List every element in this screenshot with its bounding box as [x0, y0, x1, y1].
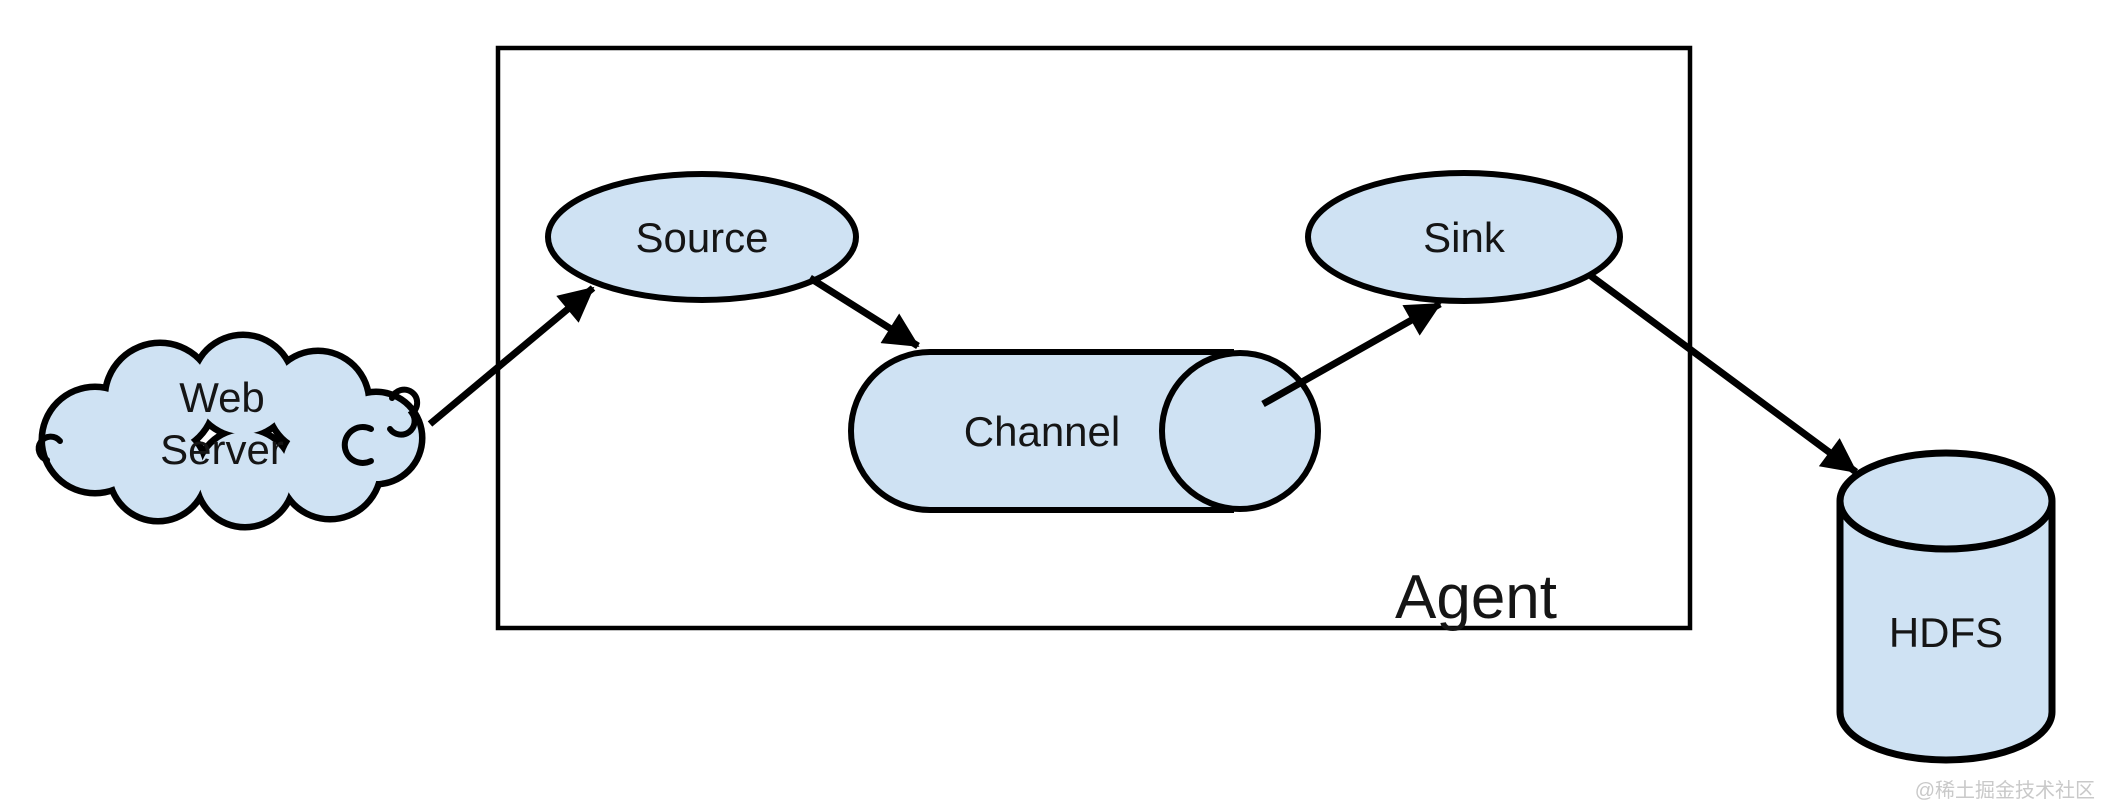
channel-outline: [848, 349, 1234, 513]
hdfs-label: HDFS: [1889, 609, 2003, 656]
arrow-sink-to-hdfs: [1588, 273, 1859, 475]
arrow-web-server-to-source: [427, 285, 596, 427]
agent-box: [495, 45, 1693, 631]
source-node: Source: [545, 171, 859, 303]
web-server-cloud: Web Server: [35, 331, 426, 531]
channel-node: Channel: [848, 349, 1321, 513]
channel-body: [851, 352, 1240, 510]
arrow-channel-to-sink: [1261, 300, 1442, 408]
watermark: @稀土掘金技术社区: [1915, 779, 2095, 802]
sink-node: Sink: [1305, 170, 1623, 304]
cloud-curl-details: [35, 386, 421, 466]
agent-label: Agent: [1395, 563, 1557, 632]
hdfs-top-lid: [1836, 449, 2056, 553]
source-label: Source: [635, 214, 768, 261]
arrow-source-to-channel: [808, 275, 920, 349]
sink-ellipse: [1305, 170, 1623, 304]
channel-label: Channel: [964, 408, 1120, 455]
channel-end-cap: [1159, 350, 1321, 512]
source-ellipse: [545, 171, 859, 303]
web-server-label-line1: Web: [179, 374, 265, 421]
hdfs-outline: [1836, 501, 2056, 764]
sink-label: Sink: [1423, 214, 1506, 261]
cloud-body: [45, 338, 419, 524]
web-server-label-line2: Server: [160, 426, 284, 473]
flow-arrows: [427, 273, 1859, 475]
hdfs-node: HDFS: [1836, 449, 2056, 764]
agent-container: Agent: [495, 45, 1693, 632]
